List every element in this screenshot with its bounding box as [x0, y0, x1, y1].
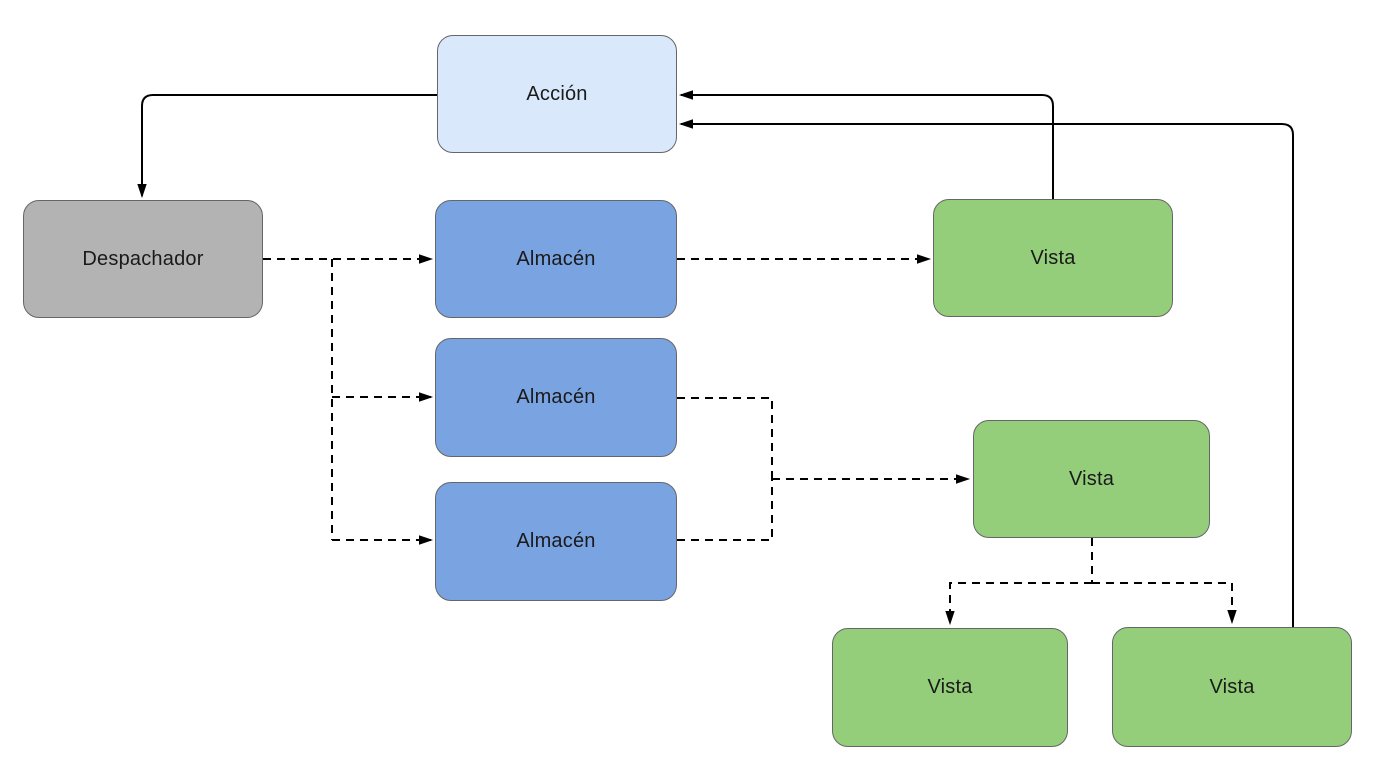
- node-vista-4: Vista: [1112, 627, 1352, 747]
- node-vista-2: Vista: [973, 420, 1210, 538]
- node-label-almacen-2: Almacén: [516, 386, 596, 408]
- node-vista-3: Vista: [832, 628, 1068, 747]
- node-almacen-1: Almacén: [435, 200, 677, 318]
- node-accion: Acción: [437, 35, 677, 153]
- edge-almacen3-to-junction: [677, 479, 773, 541]
- edge-vista1-to-accion: [678, 90, 1054, 199]
- edge-vista4-to-accion: [678, 119, 1294, 627]
- node-label-accion: Acción: [526, 82, 588, 105]
- node-label-almacen-3: Almacén: [516, 530, 596, 552]
- node-label-vista-2: Vista: [1068, 467, 1115, 490]
- node-despachador: Despachador: [23, 200, 263, 318]
- edge-almacen2-to-junction: [677, 397, 773, 479]
- edge-split-to-vista4: [1092, 582, 1237, 625]
- node-almacen-2: Almacén: [435, 338, 677, 457]
- node-label-despachador: Despachador: [82, 247, 204, 270]
- edge-split-to-vista3: [945, 582, 1092, 626]
- node-vista-1: Vista: [933, 199, 1173, 317]
- edge-accion-to-despachador: [137, 94, 437, 199]
- node-almacen-3: Almacén: [435, 482, 677, 601]
- node-label-vista-4: Vista: [1209, 675, 1255, 698]
- node-label-vista-1: Vista: [1030, 246, 1076, 269]
- node-label-vista-3: Vista: [927, 676, 973, 698]
- node-label-almacen-1: Almacén: [516, 247, 596, 270]
